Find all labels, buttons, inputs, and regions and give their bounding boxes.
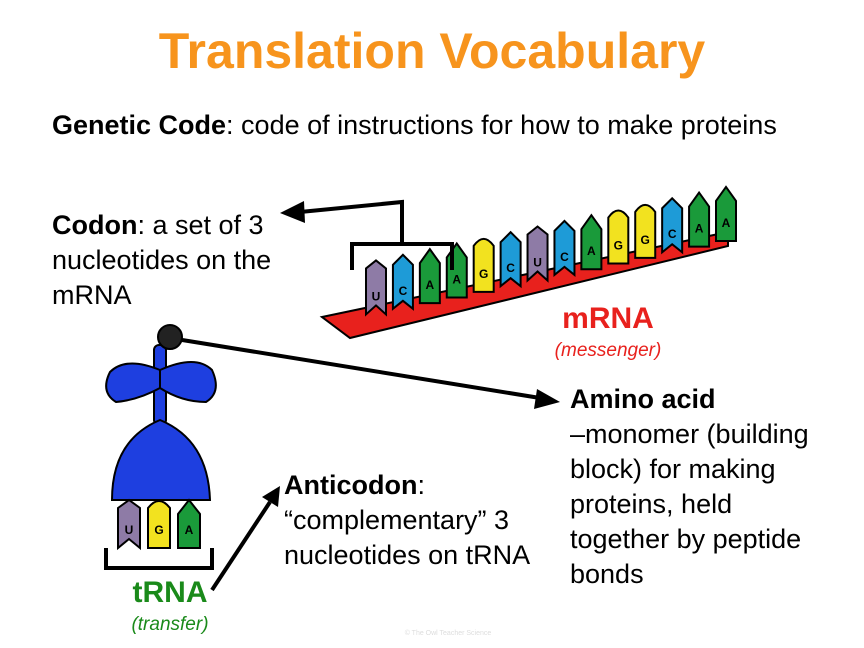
codon-term: Codon	[52, 210, 138, 240]
mrna-sublabel: (messenger)	[554, 340, 662, 361]
anticodon-arrowhead	[262, 486, 280, 507]
mrna-nucleotide-letter: G	[614, 239, 623, 253]
amino-acid-ball	[157, 324, 183, 350]
trna-label: tRNA	[132, 576, 208, 609]
amino-acid-term: Amino acid	[570, 384, 716, 414]
genetic-code-term: Genetic Code	[52, 110, 227, 140]
anticodon-text: “complementary” 3 nucleotides on tRNA	[284, 505, 531, 570]
trna-sublabel: (transfer)	[131, 614, 209, 635]
trna-nucleotide-letter: G	[154, 523, 163, 537]
mrna-nucleotide	[688, 190, 711, 248]
mrna-nucleotide	[580, 213, 603, 271]
trna-nucleotide	[177, 498, 201, 549]
mrna-nucleotide-letter: A	[587, 244, 596, 258]
trna-nucleotide	[117, 498, 141, 551]
trna-nucleotide-letter: U	[125, 523, 134, 537]
mrna-nucleotide-letter: C	[399, 284, 408, 298]
codon-arrowhead	[280, 201, 305, 223]
mrna-nucleotide-letter: C	[506, 261, 515, 275]
mrna-nucleotide-letter: G	[479, 267, 488, 281]
page-title: Translation Vocabulary	[158, 23, 706, 79]
codon-arrow-line	[299, 199, 404, 244]
mrna-nucleotide	[499, 230, 522, 289]
genetic-code-text: : code of instructions for how to make p…	[226, 110, 777, 140]
mrna-nucleotide	[715, 185, 737, 242]
mrna-nucleotide-letter: C	[668, 227, 677, 241]
mrna-nucleotide	[472, 237, 495, 293]
mrna-nucleotide	[445, 241, 468, 299]
amino-acid-definition: Amino acid –monomer (building block) for…	[570, 382, 810, 592]
mrna-nucleotide-letter: U	[372, 289, 381, 303]
mrna-nucleotide-letter: C	[560, 250, 569, 264]
anticodon-definition: Anticodon: “complementary” 3 nucleotides…	[284, 468, 564, 573]
genetic-code-definition: Genetic Code: code of instructions for h…	[52, 108, 832, 143]
amino-acid-arrowhead	[534, 389, 560, 409]
watermark: © The Owl Teacher Science	[404, 630, 492, 637]
mrna-nucleotide-letter: A	[695, 222, 704, 236]
codon-definition: Codon: a set of 3 nucleotides on the mRN…	[52, 208, 292, 313]
mrna-nucleotide-letter: A	[426, 278, 435, 292]
mrna-nucleotide-letter: U	[533, 256, 542, 270]
mrna-nucleotide-letter: A	[452, 272, 461, 286]
trna-molecule	[105, 344, 217, 501]
codon-text: : a set of 3 nucleotides on the mRNA	[52, 210, 272, 310]
anticodon-term: Anticodon	[284, 470, 418, 500]
mrna-nucleotide	[526, 225, 549, 283]
mrna-label: mRNA	[562, 302, 654, 335]
mrna-nucleotide	[661, 196, 684, 255]
mrna-nucleotide	[391, 253, 414, 311]
mrna-nucleotide	[634, 203, 657, 259]
mrna-nucleotides: U C A A G C U C A G G C A A	[365, 185, 737, 317]
mrna-nucleotide	[365, 259, 387, 317]
anticodon-arrow-line	[210, 500, 272, 592]
amino-acid-text: –monomer (building block) for making pro…	[570, 419, 809, 589]
mrna-nucleotide	[553, 219, 576, 277]
trna-nucleotide	[147, 500, 171, 549]
trna-nucleotide-letter: A	[185, 523, 194, 537]
mrna-nucleotide	[607, 209, 630, 265]
mrna-nucleotide-letter: A	[722, 216, 731, 230]
anticodon-colon: :	[417, 470, 425, 500]
mrna-nucleotide-letter: G	[641, 233, 650, 247]
mrna-nucleotide	[418, 247, 441, 305]
amino-acid-arrow-line	[175, 337, 541, 400]
anticodon-bracket	[104, 548, 214, 570]
